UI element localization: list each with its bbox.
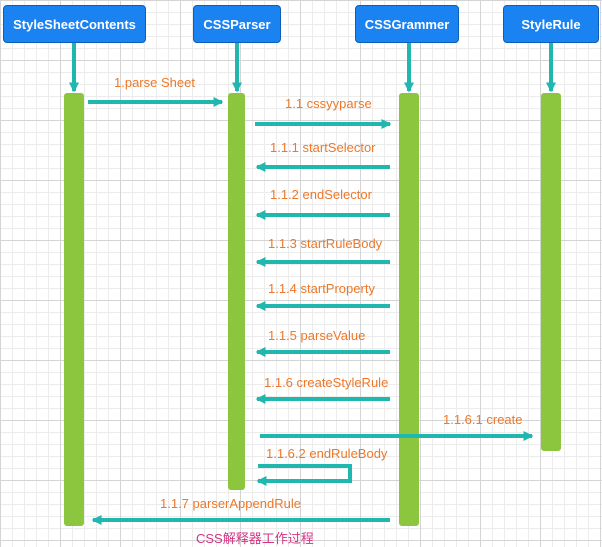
message-label-10: 1.1.6.2 endRuleBody xyxy=(266,446,388,461)
message-label-7: 1.1.5 parseValue xyxy=(268,328,366,343)
participant-cssgrammer: CSSGrammer xyxy=(355,5,459,43)
message-label-11: 1.1.7 parserAppendRule xyxy=(160,496,301,511)
message-label-3: 1.1.1 startSelector xyxy=(270,140,376,155)
message-label-4: 1.1.2 endSelector xyxy=(270,187,372,202)
participant-stylesheetcontents: StyleSheetContents xyxy=(3,5,146,43)
message-label-5: 1.1.3 startRuleBody xyxy=(268,236,383,251)
message-arrow-10-self xyxy=(256,464,352,486)
message-label-1: 1.parse Sheet xyxy=(114,75,195,90)
diagram-caption: CSS解释器工作过程 xyxy=(196,531,314,546)
activation-cssgrammer xyxy=(399,93,419,526)
message-label-6: 1.1.4 startProperty xyxy=(268,281,375,296)
message-label-8: 1.1.6 createStyleRule xyxy=(264,375,389,390)
participant-cssparser: CSSParser xyxy=(193,5,281,43)
message-label-9: 1.1.6.1 create xyxy=(443,412,523,427)
activation-cssparser xyxy=(228,93,245,490)
activation-stylesheetcontents xyxy=(64,93,84,526)
activation-stylerule xyxy=(541,93,561,451)
participant-stylerule: StyleRule xyxy=(503,5,599,43)
message-label-2: 1.1 cssyyparse xyxy=(285,96,372,111)
